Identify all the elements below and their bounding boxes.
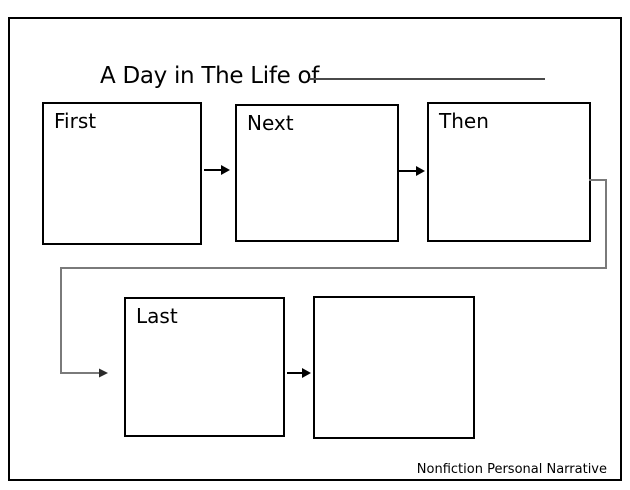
worksheet-page: A Day in The Life of First Next Then Las… (8, 17, 622, 481)
sequence-box-then[interactable]: Then (427, 102, 591, 242)
sequence-box-final[interactable] (313, 296, 475, 439)
footer-credit: Nonfiction Personal Narrative (416, 462, 607, 477)
sequence-box-first[interactable]: First (42, 102, 202, 245)
sequence-box-label (315, 298, 473, 303)
sequence-box-last[interactable]: Last (124, 297, 285, 437)
title-blank-line[interactable] (309, 78, 545, 80)
sequence-box-next[interactable]: Next (235, 104, 399, 242)
sequence-box-label: First (54, 109, 97, 133)
sequence-box-label: Next (247, 111, 294, 135)
sequence-box-label: Then (439, 109, 489, 133)
sequence-box-label: Last (136, 304, 178, 328)
page-title: A Day in The Life of (100, 63, 320, 89)
